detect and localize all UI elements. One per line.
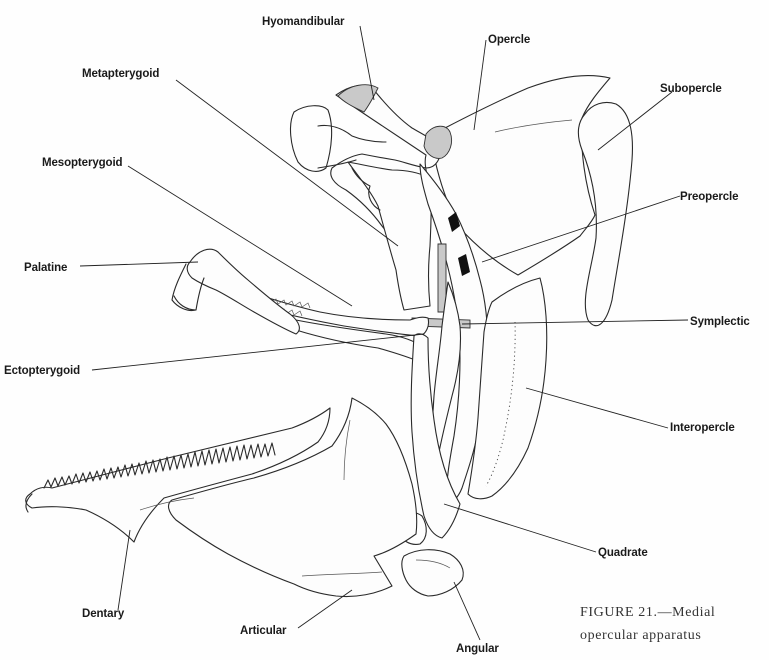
label-preopercle: Preopercle	[680, 191, 738, 203]
caption-text: Medial	[672, 605, 715, 620]
leader-interopercle	[526, 388, 668, 428]
figure-caption-line2: opercular apparatus	[580, 628, 701, 644]
label-hyomandibular: Hyomandibular	[262, 16, 345, 28]
leader-ectopterygoid	[92, 334, 424, 370]
label-symplectic: Symplectic	[690, 316, 750, 328]
caption-figure-number: FIGURE 21.	[580, 605, 658, 620]
leader-angular	[454, 582, 480, 640]
palatine-edge	[174, 296, 196, 310]
caption-dash: —	[658, 605, 673, 620]
palatine-bone	[187, 249, 299, 334]
leader-articular	[298, 590, 352, 628]
label-quadrate: Quadrate	[598, 547, 648, 559]
label-interopercle: Interopercle	[670, 422, 735, 434]
leader-palatine	[80, 262, 198, 266]
label-mesopterygoid: Mesopterygoid	[42, 157, 123, 169]
angular-bone	[402, 550, 463, 596]
label-angular: Angular	[456, 643, 499, 655]
figure-caption-line1: FIGURE 21.—Medial	[580, 605, 715, 621]
hyomandibular-head	[291, 106, 332, 172]
label-metapterygoid: Metapterygoid	[82, 68, 159, 80]
opercular-condyle	[424, 126, 452, 158]
label-articular: Articular	[240, 625, 287, 637]
caption-line2-text: opercular apparatus	[580, 628, 701, 643]
label-ectopterygoid: Ectopterygoid	[4, 365, 80, 377]
leader-quadrate	[444, 504, 596, 552]
leader-dentary	[118, 530, 130, 610]
label-dentary: Dentary	[82, 608, 125, 620]
label-palatine: Palatine	[24, 262, 67, 274]
label-subopercle: Subopercle	[660, 83, 722, 95]
label-opercle: Opercle	[488, 34, 530, 46]
